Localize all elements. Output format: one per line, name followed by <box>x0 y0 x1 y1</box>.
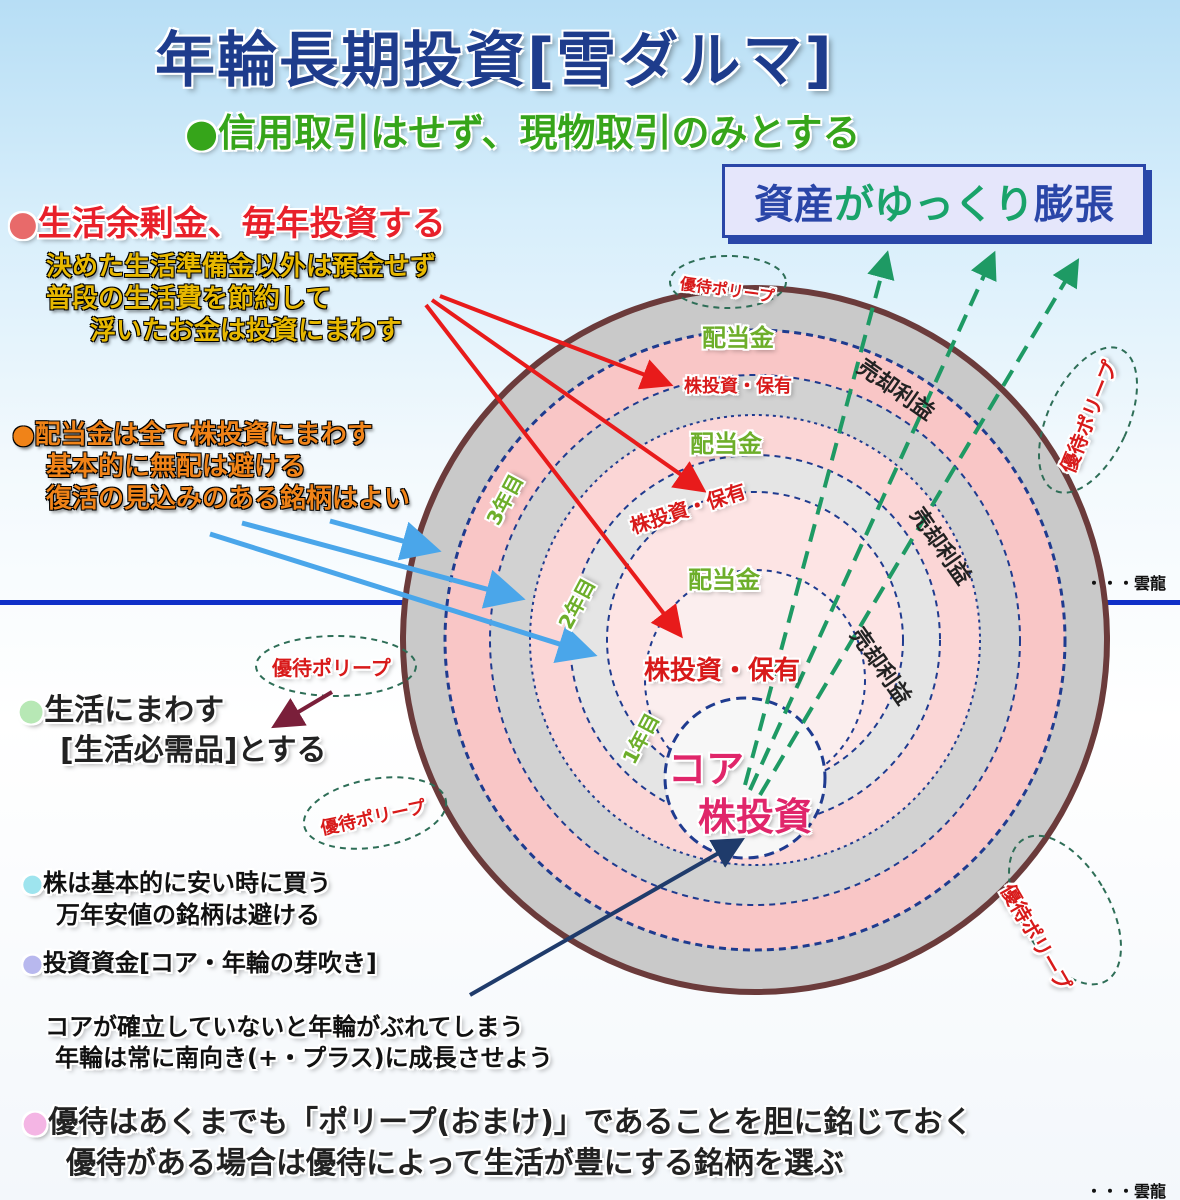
stock-line-1-text: 株は基本的に安い時に買う <box>42 869 331 897</box>
haito-label-mid: 配当金 <box>690 430 762 458</box>
dividend-line-1-text: 配当金は全て株投資にまわす <box>34 420 373 450</box>
growth-arrow-1 <box>743 250 895 786</box>
page-title: 年輪長期投資[雪ダルマ] <box>155 26 834 96</box>
kabu-label-outer: 株投資・保有 <box>684 376 792 397</box>
stock-line-2: 万年安値の銘柄は避ける <box>56 901 320 929</box>
surplus-line-3: 浮いたお金は投資にまわす <box>90 316 403 346</box>
life-line-1: ●生活にまわす <box>18 692 224 730</box>
dividend-arrow-1 <box>329 518 442 561</box>
growth-arrow-3 <box>758 258 1080 797</box>
invest-arrow-2 <box>430 298 707 493</box>
badge-text-2: が <box>834 182 874 228</box>
core-note-line-2: 年輪は常に南向き(+・プラス)に成長させよう <box>55 1044 553 1072</box>
invest-arrow-3 <box>424 303 683 639</box>
asset-growth-badge: 資産がゆっくり膨張 <box>722 164 1146 238</box>
dividend-line-2: 基本的に無配は避ける <box>46 452 307 482</box>
polyp-ellipse-right <box>1038 346 1138 494</box>
kabu-label-inner: 株投資・保有 <box>644 656 801 686</box>
subtitle: ●信用取引はせず、現物取引のみとする <box>185 111 861 155</box>
green-bullet: ● <box>18 693 45 728</box>
surplus-heading: ●生活余剰金、毎年投資する <box>8 196 446 245</box>
surplus-line-1: 決めた生活準備金以外は預金せず <box>46 252 437 282</box>
dividend-arrow-3 <box>209 531 598 664</box>
polyp-label-left: 優待ポリープ <box>272 656 391 680</box>
life-line-1-text: 生活にまわす <box>44 693 225 728</box>
dividend-line-1: ●配当金は全て株投資にまわす <box>12 420 373 450</box>
core-note-line-1: コアが確立していないと年輪がぶれてしまう <box>45 1013 524 1041</box>
core-label-2: 株投資 <box>698 795 813 839</box>
credit-top: ・・・雲龍 <box>1086 574 1167 593</box>
pink-bullet: ● <box>22 1105 49 1140</box>
badge-text-4: 膨張 <box>1034 182 1114 228</box>
cyan-bullet: ● <box>22 869 43 897</box>
dividend-arrow-2 <box>241 520 526 609</box>
badge-text-3: ゆっくり <box>874 182 1034 228</box>
funds-line: ●投資資金[コア・年輪の芽吹き] <box>22 948 377 978</box>
surplus-heading-text: 生活余剰金、毎年投資する <box>37 204 446 244</box>
red-bullet: ● <box>8 204 38 244</box>
yutai-note-line-1-text: 優待はあくまでも「ポリープ(おまけ)」であることを胆に銘じておく <box>48 1105 973 1140</box>
life-line-2: [生活必需品]とする <box>60 733 327 768</box>
haito-label-outer: 配当金 <box>702 324 774 352</box>
haito-label-inner: 配当金 <box>688 566 760 594</box>
core-label-1: コア <box>668 747 745 791</box>
stock-line-1: ●株は基本的に安い時に買う <box>22 868 331 898</box>
life-arrow <box>271 690 334 729</box>
funds-text: 投資資金[コア・年輪の芽吹き] <box>42 949 377 977</box>
growth-arrow-2 <box>748 250 997 791</box>
badge-text-1: 資産 <box>754 182 834 228</box>
surplus-line-2: 普段の生活費を節約して <box>46 284 332 314</box>
lavender-bullet: ● <box>22 949 43 977</box>
invest-arrow-1 <box>439 294 674 390</box>
dividend-line-3: 復活の見込みのある銘柄はよい <box>46 484 411 514</box>
polyp-ellipse-top <box>669 255 787 309</box>
polyp-ellipse-left <box>255 635 417 697</box>
polyp-ellipse-bottom-left <box>302 776 448 850</box>
yutai-note-line-1: ●優待はあくまでも「ポリープ(おまけ)」であることを胆に銘じておく <box>22 1104 973 1142</box>
orange-bullet: ● <box>12 420 35 450</box>
credit-bottom: ・・・雲龍 <box>1086 1182 1167 1200</box>
polyp-ellipse-bottom-right <box>1008 834 1122 986</box>
core-arrow <box>469 838 745 997</box>
yutai-note-line-2: 優待がある場合は優待によって生活が豊にする銘柄を選ぶ <box>66 1146 844 1181</box>
